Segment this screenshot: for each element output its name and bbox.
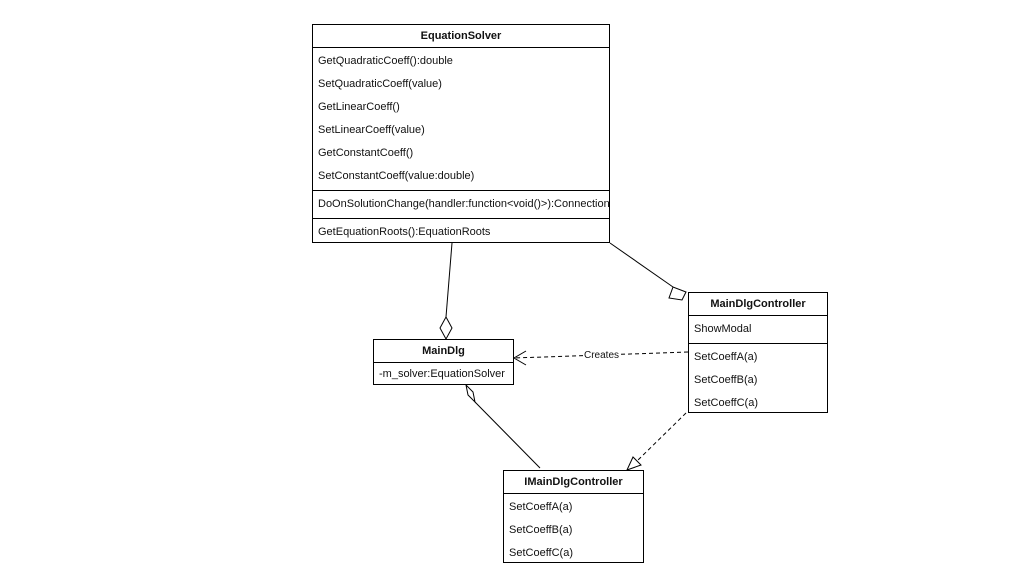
section-show-modal: ShowModal bbox=[689, 316, 827, 344]
method-set-constant-coeff: SetConstantCoeff(value:double) bbox=[318, 170, 475, 182]
realization-triangle bbox=[626, 456, 642, 471]
realization-line bbox=[635, 412, 687, 463]
class-title-equation-solver: EquationSolver bbox=[313, 25, 609, 48]
class-imain-dlg-controller[interactable]: IMainDlgController SetCoeffA(a) SetCoeff… bbox=[503, 470, 644, 563]
class-equation-solver[interactable]: EquationSolver GetQuadraticCoeff():doubl… bbox=[312, 24, 610, 243]
aggregation-diamond-controller-ref bbox=[465, 383, 476, 404]
class-main-dlg[interactable]: MainDlg -m_solver:EquationSolver bbox=[373, 339, 514, 385]
method-set-linear-coeff: SetLinearCoeff(value) bbox=[318, 124, 425, 136]
class-title-main-dlg-controller: MainDlgController bbox=[689, 293, 827, 316]
aggregation-line-maindlg-icontroller bbox=[474, 401, 541, 469]
method-get-linear-coeff: GetLinearCoeff() bbox=[318, 101, 400, 113]
aggregation-diamond-maindlg bbox=[439, 315, 453, 341]
method-set-quadratic-coeff: SetQuadraticCoeff(value) bbox=[318, 78, 442, 90]
section-setters: SetCoeffA(a) SetCoeffB(a) SetCoeffC(a) bbox=[689, 344, 827, 417]
section-fields: -m_solver:EquationSolver bbox=[374, 363, 513, 385]
creates-label: Creates bbox=[583, 350, 621, 362]
class-main-dlg-controller[interactable]: MainDlgController ShowModal SetCoeffA(a)… bbox=[688, 292, 828, 413]
aggregation-diamond-controller bbox=[668, 286, 687, 301]
section-interface-methods: SetCoeffA(a) SetCoeffB(a) SetCoeffC(a) bbox=[504, 494, 643, 567]
method-set-coeff-b: SetCoeffB(a) bbox=[694, 374, 758, 386]
section-roots: GetEquationRoots():EquationRoots bbox=[313, 219, 609, 246]
method-set-coeff-a: SetCoeffA(a) bbox=[694, 351, 758, 363]
method-get-equation-roots: GetEquationRoots():EquationRoots bbox=[318, 226, 491, 238]
field-m-solver: -m_solver:EquationSolver bbox=[379, 368, 505, 380]
section-events: DoOnSolutionChange(handler:function<void… bbox=[313, 191, 610, 219]
method-set-coeff-c: SetCoeffC(a) bbox=[694, 397, 758, 409]
method-set-coeff-b: SetCoeffB(a) bbox=[509, 524, 573, 536]
method-set-coeff-a: SetCoeffA(a) bbox=[509, 501, 573, 513]
class-title-main-dlg: MainDlg bbox=[374, 340, 513, 363]
method-set-coeff-c: SetCoeffC(a) bbox=[509, 547, 573, 559]
section-properties: GetQuadraticCoeff():double SetQuadraticC… bbox=[313, 48, 609, 191]
dependency-arrowhead bbox=[513, 350, 527, 366]
aggregation-line-solver-maindlg bbox=[445, 242, 453, 318]
aggregation-line-solver-controller bbox=[609, 242, 674, 288]
class-title-imain-dlg-controller: IMainDlgController bbox=[504, 471, 643, 494]
method-show-modal: ShowModal bbox=[694, 323, 752, 335]
method-get-constant-coeff: GetConstantCoeff() bbox=[318, 147, 414, 159]
method-do-on-solution-change: DoOnSolutionChange(handler:function<void… bbox=[318, 198, 610, 210]
method-get-quadratic-coeff: GetQuadraticCoeff():double bbox=[318, 55, 453, 67]
